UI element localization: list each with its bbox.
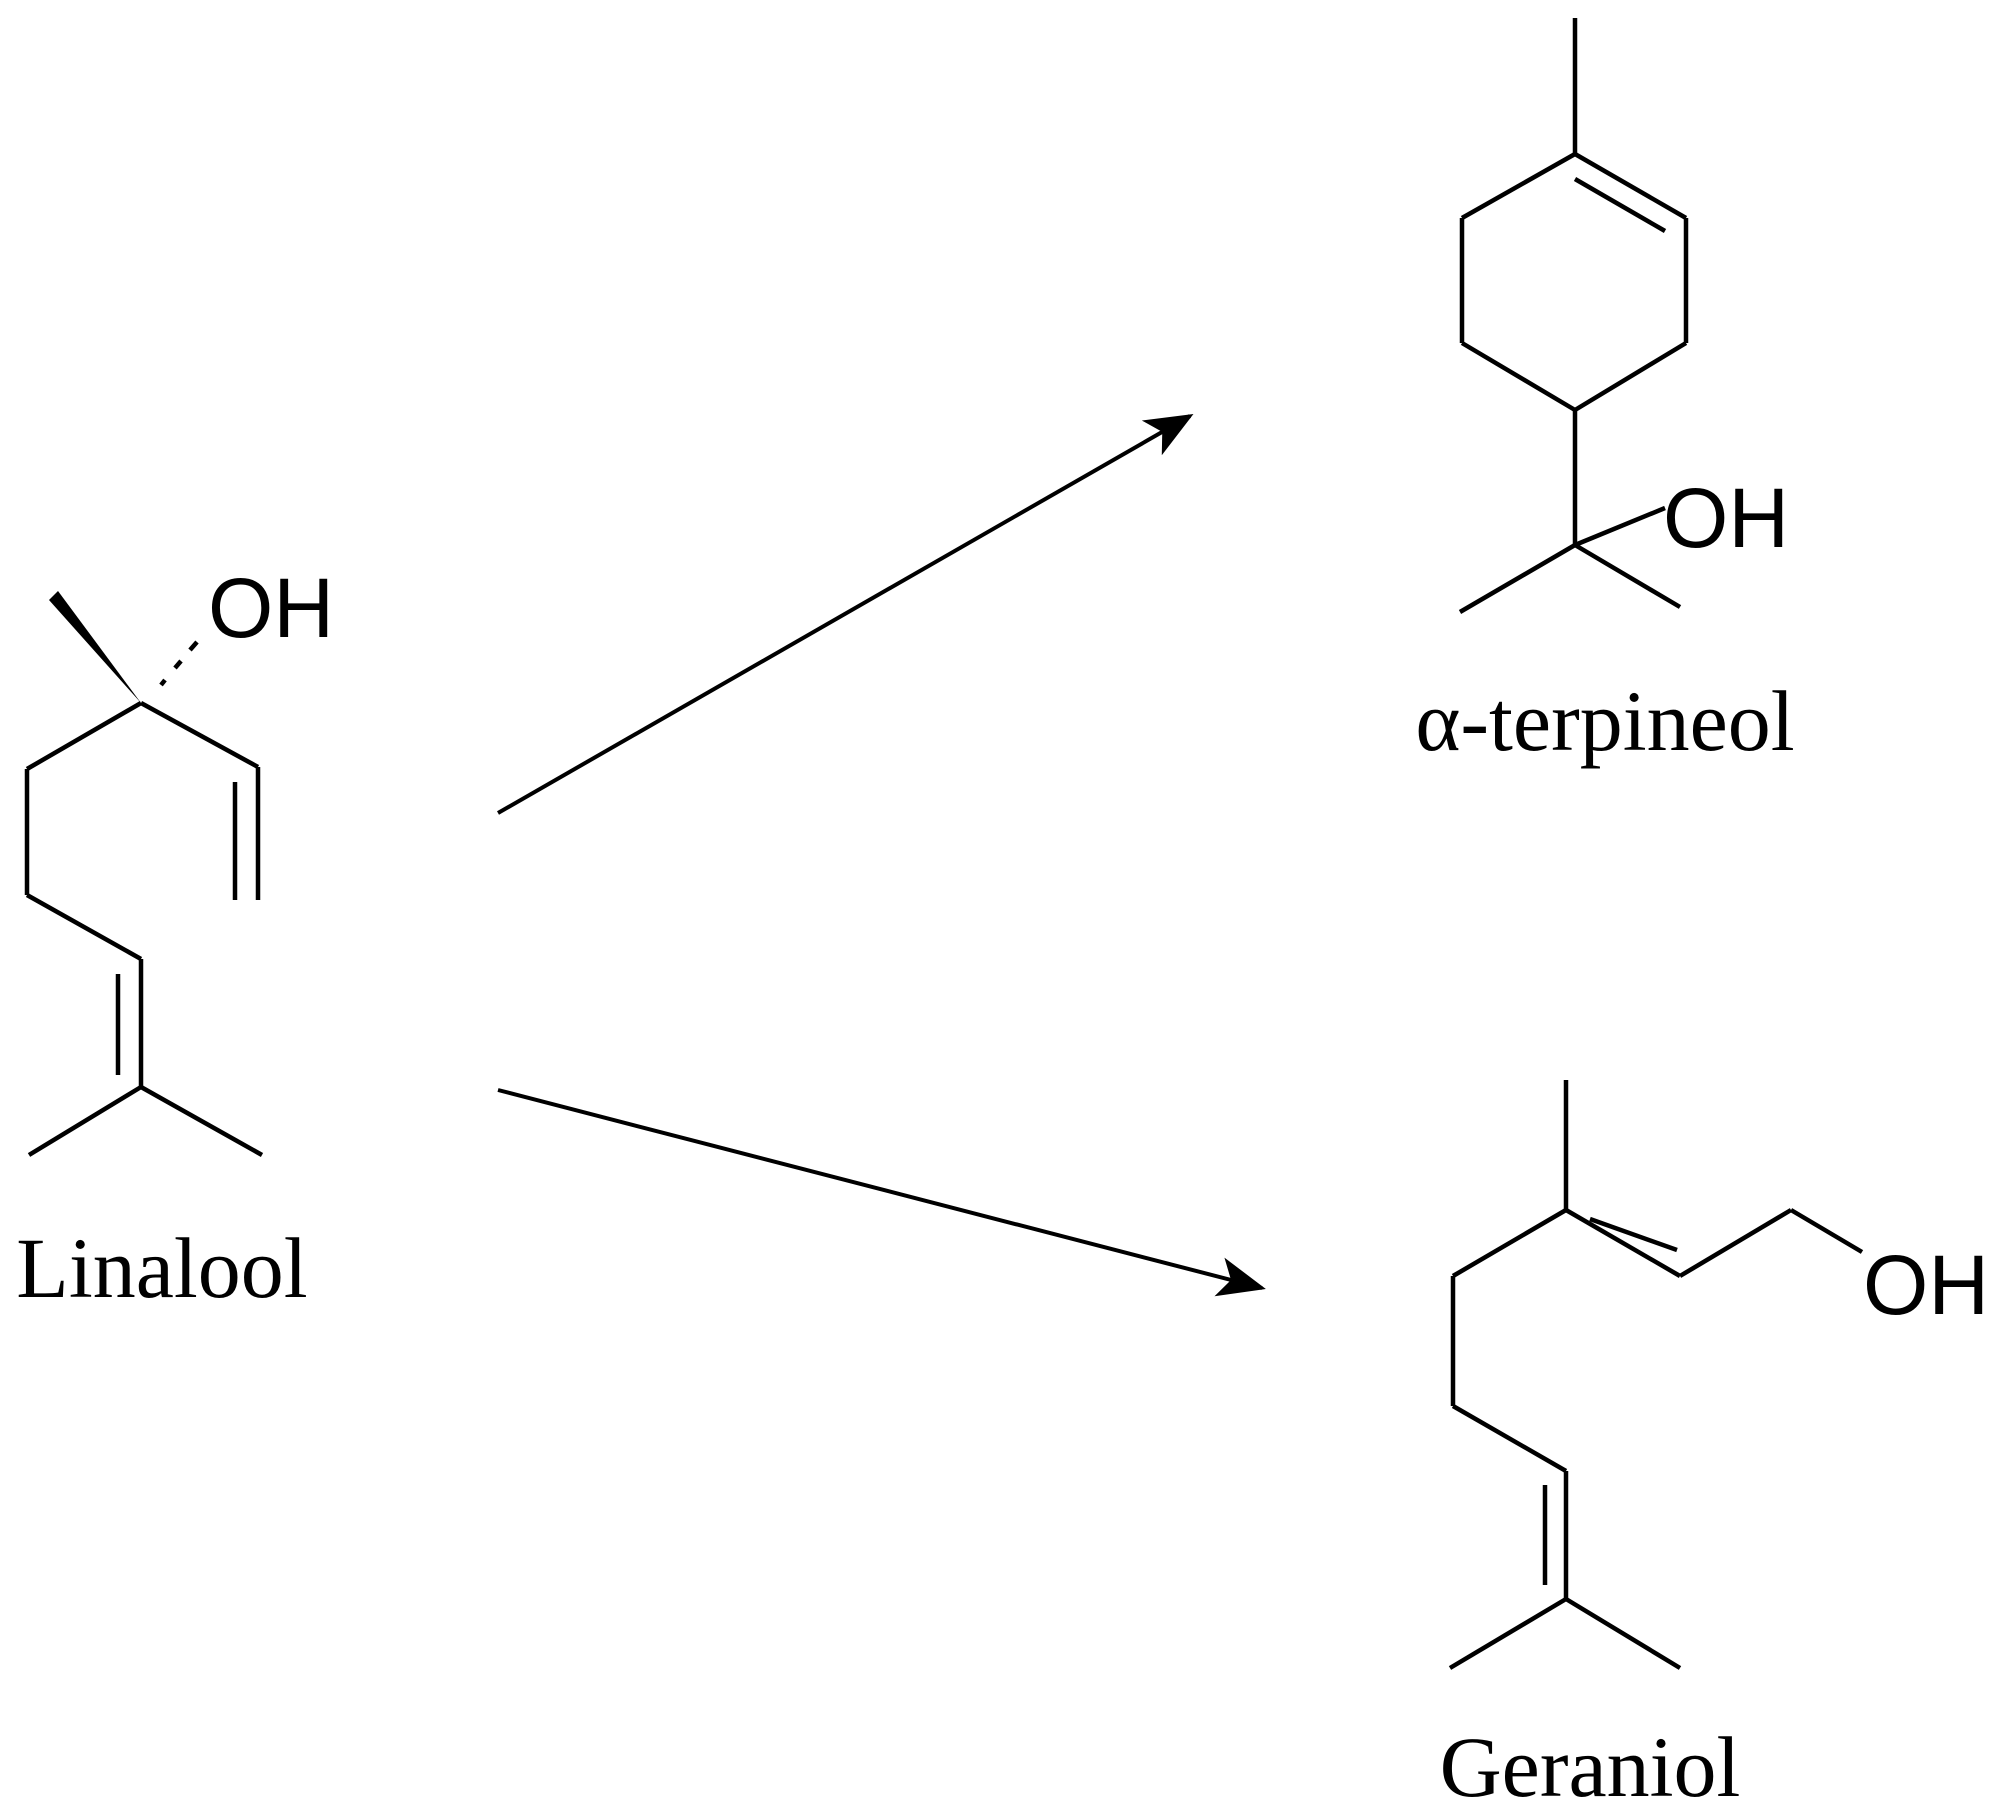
geraniol-name: Geraniol xyxy=(1440,1719,1741,1813)
geraniol-hydroxyl-label: OH xyxy=(1863,1238,1989,1332)
linalool-hashed-bond xyxy=(159,640,199,687)
linalool-hydroxyl-label: OH xyxy=(208,561,334,655)
arrow-to-geraniol xyxy=(497,1088,1266,1297)
linalool-name: Linalool xyxy=(16,1220,307,1316)
terpineol-structure: OH α-terpineol xyxy=(1415,18,1795,769)
linalool-wedge-bond xyxy=(49,591,141,703)
arrow-to-terpineol xyxy=(497,414,1194,815)
terpineol-hydroxyl-label: OH xyxy=(1663,471,1789,565)
linalool-structure: OH Linalool xyxy=(16,561,334,1316)
geraniol-structure: OH Geraniol xyxy=(1440,1080,1989,1813)
terpineol-name: α-terpineol xyxy=(1415,673,1794,769)
